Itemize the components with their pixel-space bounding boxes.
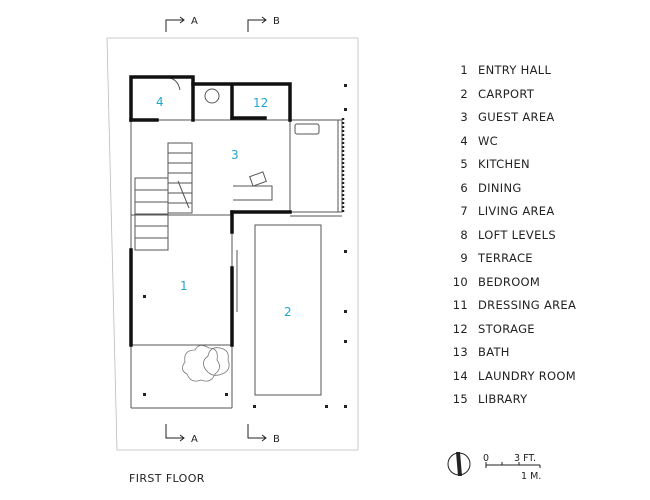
light-walls <box>130 77 343 409</box>
scale-meter-label: 1 M. <box>521 471 541 482</box>
legend-label: BATH <box>478 345 510 359</box>
legend-number: 13 <box>452 345 468 359</box>
legend-label: STORAGE <box>478 321 535 336</box>
legend-number: 3 <box>460 110 468 124</box>
room-tag-wc: 4 <box>156 95 164 109</box>
section-label-a-top: A <box>191 16 198 27</box>
room-tag-entry-hall: 1 <box>180 279 188 293</box>
legend-number: 4 <box>460 133 468 148</box>
legend-label: CARPORT <box>478 86 535 101</box>
legend-label: DINING <box>478 180 522 195</box>
legend-item: 7 LIVING AREA <box>450 204 576 228</box>
legend-number: 2 <box>460 86 468 101</box>
section-marker-b-top <box>247 16 267 32</box>
legend-label: GUEST AREA <box>478 110 555 124</box>
legend-label: WC <box>478 133 499 148</box>
scale-zero: 0 <box>483 453 489 464</box>
legend-item: 10 BEDROOM <box>450 275 576 299</box>
legend-number: 12 <box>452 321 468 336</box>
legend-label: KITCHEN <box>478 157 530 171</box>
legend-number: 6 <box>460 180 468 195</box>
legend-item: 8 LOFT LEVELS <box>450 228 576 252</box>
legend-number: 10 <box>452 274 468 289</box>
legend-number: 5 <box>460 157 468 171</box>
room-legend: 1 ENTRY HALL 2 CARPORT 3 GUEST AREA 4 WC 5 KI… <box>450 63 576 416</box>
legend-item: 4 WC <box>450 134 576 158</box>
section-marker-b-bottom <box>247 424 267 442</box>
legend-label: ENTRY HALL <box>478 63 552 77</box>
legend-number: 1 <box>460 63 468 77</box>
legend-item: 1 ENTRY HALL <box>450 63 576 87</box>
legend-number: 11 <box>452 298 468 312</box>
scale-feet-label: 3 FT. <box>514 453 536 464</box>
room-tag-storage: 12 <box>253 96 268 110</box>
legend-label: LIBRARY <box>478 392 528 406</box>
north-arrow-icon <box>447 452 471 476</box>
legend-number: 15 <box>452 392 468 406</box>
posts <box>143 84 347 408</box>
legend-number: 7 <box>460 204 468 218</box>
legend-label: TERRACE <box>478 251 533 265</box>
legend-label: DRESSING AREA <box>478 298 577 312</box>
legend-item: 2 CARPORT <box>450 87 576 111</box>
section-marker-a-top <box>165 16 185 32</box>
site-boundary <box>106 37 359 451</box>
legend-item: 9 TERRACE <box>450 251 576 275</box>
legend-label: BEDROOM <box>478 274 541 289</box>
section-label-a-bottom: A <box>191 434 198 445</box>
legend-item: 14 LAUNDRY ROOM <box>450 369 576 393</box>
section-marker-a-bottom <box>165 424 185 442</box>
legend-number: 8 <box>460 227 468 242</box>
room-tag-guest-area: 3 <box>231 148 239 162</box>
legend-number: 14 <box>452 368 468 383</box>
legend-item: 11 DRESSING AREA <box>450 298 576 322</box>
section-label-b-top: B <box>273 16 280 27</box>
legend-label: LIVING AREA <box>478 204 555 218</box>
legend-item: 15 LIBRARY <box>450 392 576 416</box>
legend-number: 9 <box>460 251 468 265</box>
legend-item: 13 BATH <box>450 345 576 369</box>
floor-title: FIRST FLOOR <box>129 472 205 485</box>
legend-label: LOFT LEVELS <box>478 227 556 242</box>
scale-bar <box>485 462 541 468</box>
section-label-b-bottom: B <box>273 434 280 445</box>
legend-item: 6 DINING <box>450 181 576 205</box>
legend-item: 5 KITCHEN <box>450 157 576 181</box>
legend-label: LAUNDRY ROOM <box>478 368 576 383</box>
legend-item: 3 GUEST AREA <box>450 110 576 134</box>
room-tag-carport: 2 <box>284 305 292 319</box>
legend-item: 12 STORAGE <box>450 322 576 346</box>
heavy-walls <box>129 75 292 347</box>
trees <box>182 345 230 382</box>
